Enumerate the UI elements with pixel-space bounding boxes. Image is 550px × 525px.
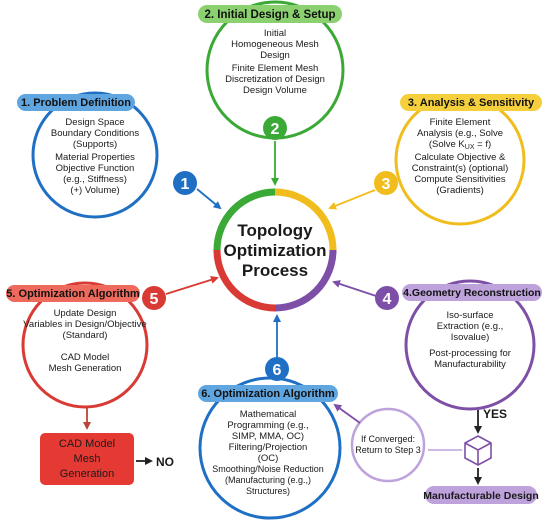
step-2-line: Design Volume — [243, 85, 307, 96]
step-5-line: Mesh Generation — [49, 363, 122, 374]
step-5-header — [6, 285, 140, 302]
step-6-line: Filtering/Projection — [229, 442, 308, 453]
step-6-header-label: 6. Optimization Algorithm — [201, 388, 335, 400]
step-1-badge — [173, 171, 197, 195]
step-2-badge — [263, 116, 287, 140]
cad-model-box: CAD Model Mesh Generation — [40, 433, 134, 485]
step-5-line: CAD Model — [61, 352, 110, 363]
arrow-step3-to-center — [328, 189, 376, 210]
step-1-header — [17, 94, 135, 111]
step-5-header-label: 5. Optimization Algorithm — [6, 288, 140, 300]
convergence-line1: If Converged: — [361, 434, 415, 444]
step-3-line: (Gradients) — [436, 185, 484, 196]
step-1-line: (+) Volume) — [70, 185, 119, 196]
center-ring-purple-arc — [274, 249, 337, 312]
step-4-line: Manufacturability — [434, 359, 506, 370]
center-node: Topology Optimization Process — [213, 188, 337, 312]
step-6-line: SIMP, MMA, OC) — [232, 431, 304, 442]
step-4-badge — [375, 286, 399, 310]
step-6-node: 6. Optimization Algorithm Mathematical P… — [198, 357, 342, 520]
step-6-badge-number: 6 — [273, 362, 282, 379]
step-3-equation-subscript: UX — [465, 144, 475, 151]
step-5-line: (Standard) — [63, 330, 108, 341]
step-6-line: (OC) — [258, 453, 279, 464]
step-4-line: Extraction (e.g., — [437, 321, 504, 332]
step-6-line: Structures) — [246, 486, 290, 496]
step-3-header — [400, 94, 542, 111]
step-2-header — [198, 5, 342, 23]
step-2-line: Design — [260, 50, 290, 61]
step-3-badge — [374, 171, 398, 195]
manufacturable-design-box: Manufacturable Design — [423, 486, 539, 504]
step-4-line: Isovalue) — [451, 332, 490, 343]
step-3-badge-number: 3 — [382, 176, 391, 193]
step-6-header — [198, 385, 338, 402]
step-6-line: (Manufacturing (e.g.,) — [225, 475, 311, 485]
step-4-node: 4.Geometry Reconstruction Iso-surface Ex… — [375, 279, 542, 411]
step-5-badge-number: 5 — [150, 291, 159, 308]
step-4-line: Post-processing for — [429, 348, 511, 359]
step-3-equation-prefix: (Solve K — [429, 139, 466, 150]
step-2-line: Discretization of Design — [225, 74, 325, 85]
step-6-badge — [265, 357, 289, 381]
step-1-line: (Supports) — [73, 139, 117, 150]
step-5-line: Variables in Design/Objective — [23, 319, 146, 330]
step-3-line: Constraint(s) (optional) — [412, 163, 509, 174]
step-3-line: (Solve KUX = f) — [429, 139, 491, 151]
arrow-step5-to-center — [165, 275, 219, 295]
center-ring-red-arc — [213, 249, 276, 312]
arrow-step1-to-center — [196, 188, 222, 210]
step-1-line: Objective Function — [56, 163, 135, 174]
step-5-line: Update Design — [54, 308, 117, 319]
step-1-node: 1. Problem Definition Design Space Bound… — [17, 91, 197, 219]
step-3-line: Calculate Objective & — [415, 152, 506, 163]
step-3-node: 3. Analysis & Sensitivity Finite Element… — [374, 94, 542, 226]
step-2-badge-number: 2 — [271, 121, 280, 138]
cube-icon — [464, 435, 492, 466]
step-4-header-label: 4.Geometry Reconstruction — [403, 287, 541, 299]
step-2-line: Finite Element Mesh — [232, 63, 319, 74]
step-3-header-label: 3. Analysis & Sensitivity — [408, 97, 535, 109]
step-1-badge-number: 1 — [181, 176, 190, 193]
step-3-line: Compute Sensitivities — [414, 174, 506, 185]
step-2-node: 2. Initial Design & Setup Initial Homoge… — [198, 0, 345, 140]
center-title-line1: Topology — [237, 221, 313, 240]
convergence-check-node: If Converged: Return to Step 3 — [350, 407, 426, 483]
center-ring-green-arc — [213, 188, 276, 251]
center-title-line3: Process — [242, 261, 308, 280]
step-4-badge-number: 4 — [383, 291, 392, 308]
center-title-line2: Optimization — [224, 241, 327, 260]
cad-box-line2: Mesh — [74, 453, 101, 465]
step-4-line: Iso-surface — [447, 310, 494, 321]
center-ring-yellow-arc — [274, 188, 337, 251]
step-3-line: Finite Element — [430, 117, 491, 128]
manufacturable-design-label: Manufacturable Design — [423, 490, 539, 502]
step-3-line: Analysis (e.g., Solve — [417, 128, 503, 139]
convergence-line2: Return to Step 3 — [355, 445, 421, 455]
step-2-line: Initial — [264, 28, 286, 39]
step-2-header-label: 2. Initial Design & Setup — [205, 9, 336, 21]
step-6-line: Mathematical — [240, 409, 297, 420]
cad-box-line1: CAD Model — [59, 438, 115, 450]
arrow-step4-to-center — [332, 280, 377, 297]
step-4-header — [402, 284, 542, 301]
step-1-line: Design Space — [65, 117, 124, 128]
step-3-equation-suffix: = f) — [475, 139, 492, 150]
step-5-badge — [142, 286, 166, 310]
step-6-line: Programming (e.g., — [227, 420, 308, 431]
cad-box-line3: Generation — [60, 468, 114, 480]
no-label: NO — [156, 455, 174, 469]
yes-label: YES — [483, 407, 507, 421]
step-6-line: Smoothing/Noise Reduction — [212, 464, 324, 474]
step-1-line: Boundary Conditions — [51, 128, 139, 139]
arrow-convergence-to-step6 — [333, 403, 361, 424]
step-1-header-label: 1. Problem Definition — [21, 97, 131, 109]
step-1-line: Material Properties — [55, 152, 135, 163]
step-2-line: Homogeneous Mesh — [231, 39, 319, 50]
step-1-line: (e.g., Stiffness) — [63, 174, 127, 185]
step-5-node: 5. Optimization Algorithm Update Design … — [6, 281, 166, 409]
